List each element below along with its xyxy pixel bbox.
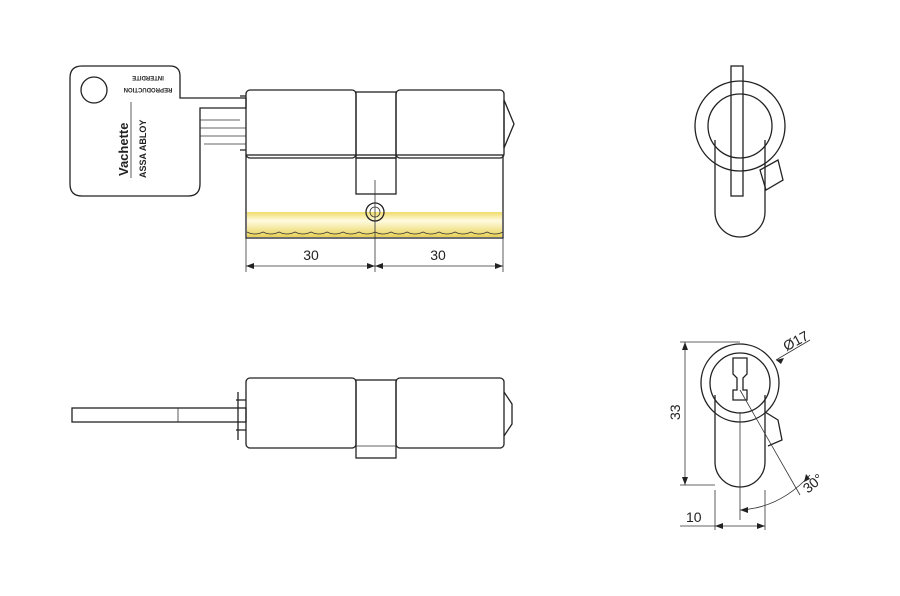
diameter-label: Ø17	[780, 327, 811, 354]
key-group: ASSA ABLOY	[138, 120, 148, 178]
inserted-key-profile	[730, 65, 744, 197]
length-dimension: 30 30	[245, 238, 504, 272]
key-text-line1: REPRODUCTION	[124, 86, 173, 92]
right-length-label: 30	[430, 247, 446, 263]
left-cylinder	[245, 89, 357, 159]
height-label: 33	[667, 404, 683, 420]
key-hole	[80, 76, 108, 104]
left-cylinder-top	[245, 377, 357, 449]
right-cylinder	[395, 89, 505, 159]
cam	[355, 91, 397, 159]
key: INTERDITE REPRODUCTION Vachette ASSA ABL…	[69, 65, 247, 197]
left-length-label: 30	[303, 247, 319, 263]
side-profile-view	[694, 65, 786, 238]
keyway	[732, 357, 748, 401]
key-brand: Vachette	[116, 123, 131, 176]
top-view	[71, 377, 513, 459]
key-blade	[71, 407, 247, 423]
right-cylinder-top	[395, 377, 505, 449]
width-label: 10	[686, 509, 702, 525]
cam-top	[355, 379, 397, 459]
angle-label: 30°	[800, 470, 827, 496]
key-text-line2: INTERDITE	[132, 74, 164, 80]
front-view: INTERDITE REPRODUCTION Vachette ASSA ABL…	[69, 65, 515, 272]
dimensioned-profile-view: Ø17 33 10 30°	[667, 327, 826, 530]
